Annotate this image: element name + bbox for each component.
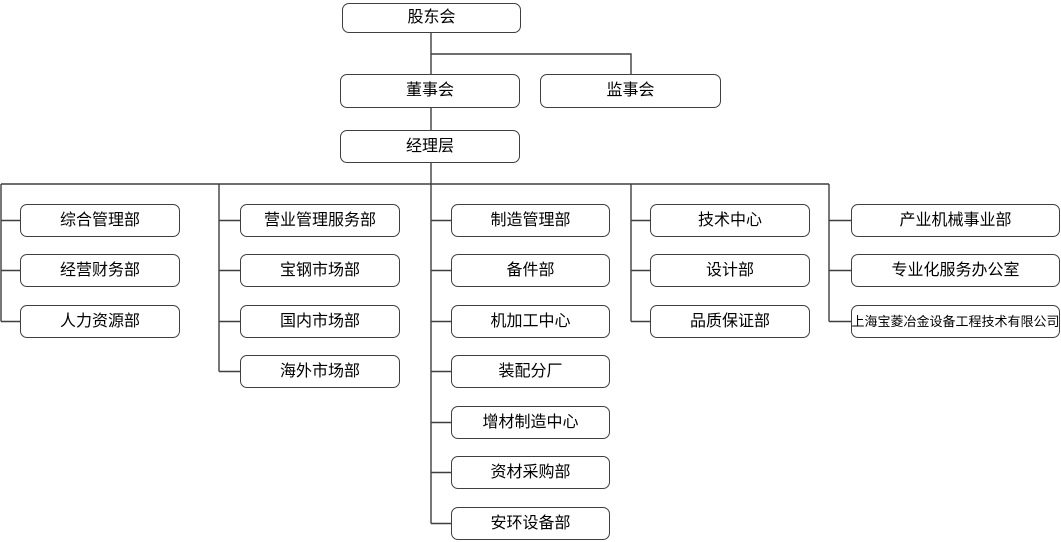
node-overseas-market-dept: 海外市场部	[240, 355, 400, 388]
node-supervisory-board: 监事会	[540, 74, 721, 108]
node-sales-management-service-dept: 营业管理服务部	[240, 204, 400, 237]
node-industrial-machinery-division: 产业机械事业部	[851, 204, 1060, 237]
node-baosteel-market-dept: 宝钢市场部	[240, 254, 400, 287]
node-domestic-market-dept: 国内市场部	[240, 305, 400, 338]
node-human-resources-dept: 人力资源部	[20, 305, 180, 338]
node-machining-center: 机加工中心	[451, 305, 610, 338]
node-specialized-service-office: 专业化服务办公室	[851, 254, 1060, 287]
node-spare-parts-dept: 备件部	[451, 254, 610, 287]
node-material-procurement-dept: 资材采购部	[451, 456, 610, 489]
node-quality-assurance-dept: 品质保证部	[650, 305, 810, 338]
node-technology-center: 技术中心	[650, 204, 810, 237]
node-additive-manufacturing-center: 增材制造中心	[451, 406, 610, 439]
node-assembly-branch-plant: 装配分厂	[451, 355, 610, 388]
node-general-management-dept: 综合管理部	[20, 204, 180, 237]
node-shanghai-baoling-metallurgical-equipment-company: 上海宝菱冶金设备工程技术有限公司	[851, 305, 1060, 338]
node-shareholders-meeting: 股东会	[342, 3, 521, 33]
node-operating-finance-dept: 经营财务部	[20, 254, 180, 287]
node-safety-environment-equipment-dept: 安环设备部	[451, 507, 610, 540]
node-management-level: 经理层	[340, 130, 520, 163]
node-board-of-directors: 董事会	[340, 74, 520, 108]
node-design-dept: 设计部	[650, 254, 810, 287]
node-manufacturing-management-dept: 制造管理部	[451, 204, 610, 237]
